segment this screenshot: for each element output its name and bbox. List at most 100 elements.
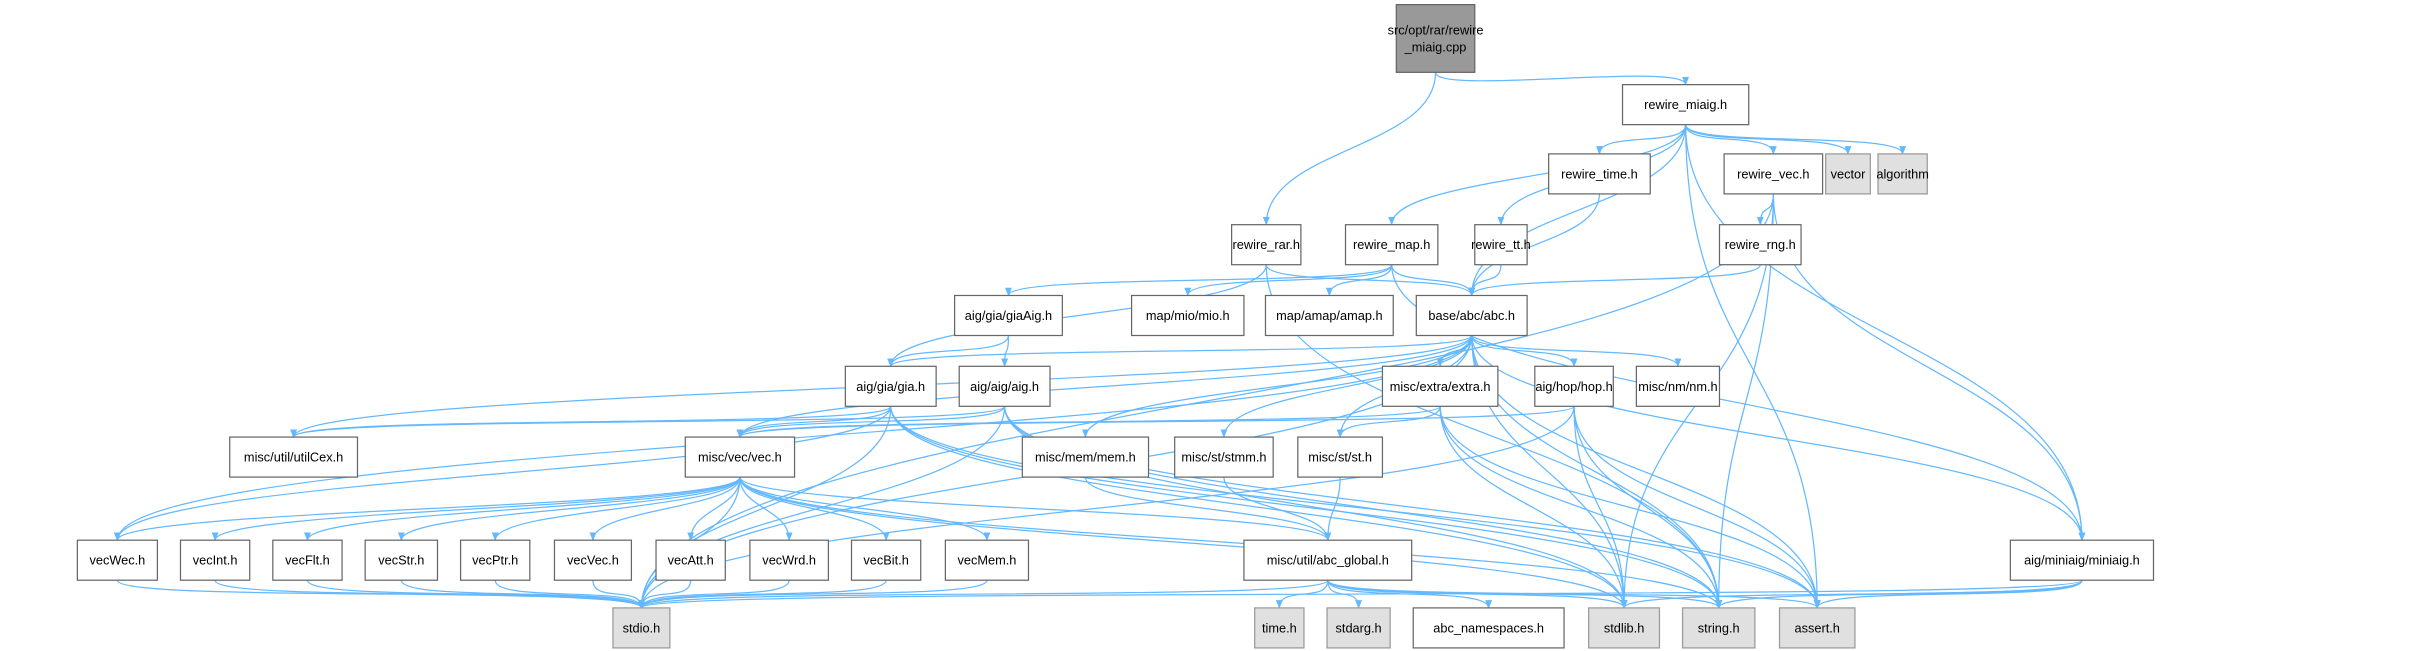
node-hop[interactable]: aig/hop/hop.h [1534, 365, 1614, 407]
node-stmm[interactable]: misc/st/stmm.h [1174, 436, 1274, 478]
node-label: rewire_map.h [1353, 237, 1430, 252]
node-mem[interactable]: misc/mem/mem.h [1021, 436, 1150, 478]
node-vecInt[interactable]: vecInt.h [179, 539, 251, 581]
edge-miaig-to-assert [1685, 124, 1821, 609]
node-label: algorithm [1876, 166, 1929, 181]
node-time_r[interactable]: rewire_time.h [1548, 153, 1651, 195]
node-vecBit[interactable]: vecBit.h [850, 539, 922, 581]
edge-map-to-giaAig [1005, 264, 1393, 297]
node-abc_ns[interactable]: abc_namespaces.h [1412, 607, 1565, 649]
edge-abc-to-hop [1471, 335, 1578, 368]
node-vec[interactable]: misc/vec/vec.h [684, 436, 796, 478]
node-extra[interactable]: misc/extra/extra.h [1381, 365, 1499, 407]
nodes-layer: src/opt/rar/rewire_miaig.cpp rewire_miaig… [76, 4, 2155, 649]
node-label: rewire_vec.h [1737, 166, 1809, 181]
node-label: misc/mem/mem.h [1035, 450, 1136, 465]
edge-vec-to-abc_global [739, 476, 1332, 542]
node-label: rewire_miaig.h [1644, 97, 1727, 112]
edge-vec-to-vecWrd [739, 477, 793, 542]
edge-gia-to-vecWec [114, 406, 892, 542]
edge-vec-to-vecBit [739, 476, 890, 542]
node-stdio[interactable]: stdio.h [612, 607, 671, 649]
node-mio[interactable]: map/mio/mio.h [1130, 294, 1245, 337]
node-stdlib[interactable]: stdlib.h [1588, 607, 1661, 649]
edge-map-to-abc [1391, 264, 1476, 297]
node-miaig[interactable]: rewire_miaig.h [1621, 84, 1750, 126]
edges-layer [114, 72, 2086, 609]
edge-gia-to-vec [736, 406, 892, 438]
node-miniaig[interactable]: aig/miniaig/miniaig.h [2009, 539, 2155, 581]
node-utilCex[interactable]: misc/util/utilCex.h [229, 436, 359, 478]
edge-vecPtr-to-stdio [494, 580, 645, 609]
node-vecWrd[interactable]: vecWrd.h [749, 539, 830, 581]
node-vecPtr[interactable]: vecPtr.h [459, 539, 531, 581]
edge-vecWrd-to-stdio [638, 579, 790, 609]
edge-extra-to-st [1336, 406, 1441, 438]
node-label: aig/aig/aig.h [970, 379, 1039, 394]
edge-vec-to-vecInt [211, 476, 741, 542]
edge-time_r-to-abc [1468, 193, 1601, 297]
edge-hop-to-string [1573, 406, 1723, 609]
node-giaAig[interactable]: aig/gia/giaAig.h [953, 294, 1063, 337]
edge-miaig-to-miniaig [1685, 124, 2086, 542]
node-label: misc/vec/vec.h [698, 450, 782, 465]
node-algorithm[interactable]: algorithm [1876, 153, 1929, 195]
node-time[interactable]: time.h [1254, 607, 1305, 649]
edge-abc-to-mem [1082, 335, 1473, 438]
edge-miniaig-to-stdio [638, 579, 2083, 609]
node-label: vecBit.h [863, 553, 908, 568]
node-label: vecWec.h [89, 553, 145, 568]
edge-abc_global-to-assert [1327, 579, 1821, 609]
node-tt[interactable]: rewire_tt.h [1471, 224, 1531, 266]
node-abc[interactable]: base/abc/abc.h [1415, 294, 1528, 337]
edge-extra-to-assert [1439, 406, 1821, 609]
node-rng[interactable]: rewire_rng.h [1718, 224, 1802, 266]
edge-vecMem-to-stdio [638, 579, 988, 609]
node-label: vecFlt.h [285, 553, 330, 568]
edge-vec-to-stdlib [739, 477, 1628, 609]
edge-miniaig-to-string [1715, 579, 2083, 609]
edge-gia-to-utilCex [290, 405, 892, 438]
edge-vecInt-to-stdio [214, 579, 645, 609]
node-label: rewire_rng.h [1725, 237, 1796, 252]
node-label: vecMem.h [957, 553, 1016, 568]
node-label: rewire_rar.h [1233, 237, 1300, 252]
node-map[interactable]: rewire_map.h [1344, 224, 1439, 266]
node-string[interactable]: string.h [1681, 607, 1756, 649]
edge-hop-to-assert [1573, 406, 1821, 609]
node-label: misc/util/abc_global.h [1267, 553, 1389, 568]
node-gia[interactable]: aig/gia/gia.h [844, 365, 937, 407]
node-vec_r[interactable]: rewire_vec.h [1723, 153, 1824, 195]
node-label: aig/miniaig/miniaig.h [2024, 553, 2140, 568]
node-vecAtt[interactable]: vecAtt.h [655, 539, 726, 581]
node-vecWec[interactable]: vecWec.h [76, 539, 159, 581]
edge-miaig-to-abc [1468, 124, 1687, 297]
node-vecVec[interactable]: vecVec.h [553, 539, 633, 581]
node-stdarg[interactable]: stdarg.h [1326, 607, 1391, 649]
edge-hop-to-stdlib [1573, 406, 1628, 609]
node-label: time.h [1262, 620, 1297, 635]
node-vector[interactable]: vector [1825, 153, 1871, 195]
edge-extra-to-stdlib [1439, 406, 1628, 609]
node-label: rewire_time.h [1561, 166, 1638, 181]
node-rar[interactable]: rewire_rar.h [1231, 224, 1302, 266]
edge-vec-to-vecStr [397, 476, 741, 542]
node-label: stdlib.h [1604, 620, 1644, 635]
edge-rng-to-abc [1468, 264, 1761, 297]
node-vecFlt[interactable]: vecFlt.h [272, 539, 343, 581]
edge-cpp-to-rar [1262, 72, 1437, 226]
node-nm[interactable]: misc/nm/nm.h [1635, 365, 1721, 407]
node-cpp[interactable]: src/opt/rar/rewire_miaig.cpp [1388, 4, 1484, 73]
node-st[interactable]: misc/st/st.h [1297, 436, 1384, 478]
edge-vecFlt-to-stdio [306, 579, 645, 609]
node-label: string.h [1698, 620, 1740, 635]
node-amap[interactable]: map/amap/amap.h [1264, 294, 1394, 337]
edge-vecWec-to-stdio [116, 579, 645, 609]
node-vecMem[interactable]: vecMem.h [944, 539, 1030, 581]
node-abc_global[interactable]: misc/util/abc_global.h [1243, 539, 1413, 581]
node-assert[interactable]: assert.h [1778, 607, 1856, 649]
node-aig[interactable]: aig/aig/aig.h [958, 365, 1051, 407]
node-label: misc/st/st.h [1308, 450, 1372, 465]
node-label: vecStr.h [378, 553, 424, 568]
node-vecStr[interactable]: vecStr.h [364, 539, 439, 581]
